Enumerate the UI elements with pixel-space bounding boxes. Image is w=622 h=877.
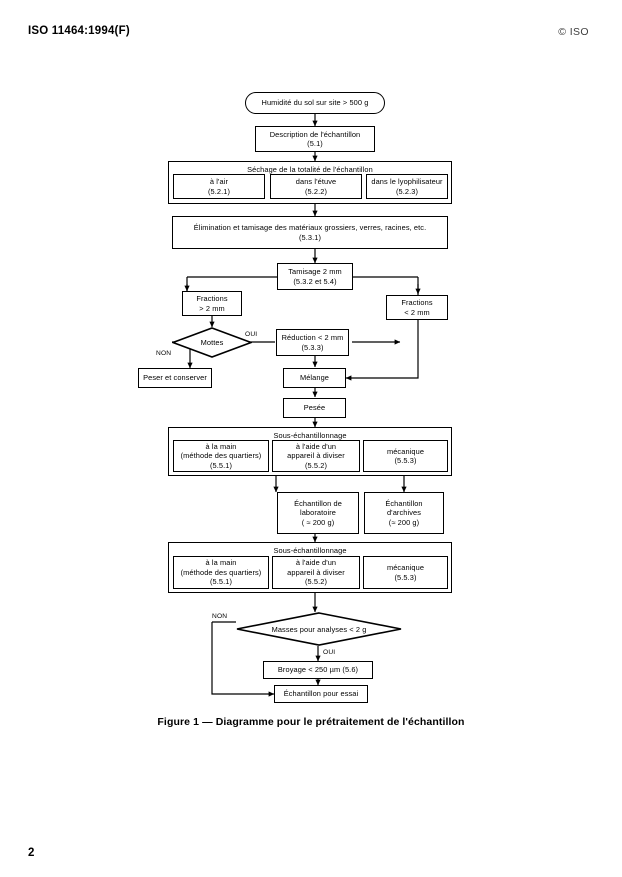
- group-title: Sous-échantillonnage: [273, 431, 347, 440]
- node-text: à la main: [205, 558, 237, 568]
- node-text: appareil à diviser: [287, 451, 345, 461]
- node-tamisage: Tamisage 2 mm (5.3.2 et 5.4): [277, 263, 353, 290]
- node-main-1: à la main (méthode des quartiers) (5.5.1…: [173, 440, 269, 472]
- node-text: (5.2.2): [304, 186, 328, 196]
- node-text: (5.3.3): [301, 342, 324, 352]
- node-text: Peser et conserver: [143, 373, 207, 383]
- node-pesee: Pesée: [283, 398, 346, 418]
- node-text: Réduction < 2 mm: [281, 333, 344, 343]
- node-text: mécanique: [386, 446, 425, 456]
- node-text: Échantillon: [385, 498, 423, 508]
- node-mecanique-1: mécanique (5.5.3): [363, 440, 448, 472]
- node-text: (5.5.2): [304, 460, 328, 470]
- node-text: (5.5.2): [304, 577, 328, 587]
- node-text: Broyage < 250 µm (5.6): [277, 665, 359, 675]
- node-lyophilisateur: dans le lyophilisateur (5.2.3): [366, 174, 448, 199]
- node-text: laboratoire: [299, 508, 337, 518]
- node-text: (5.2.3): [395, 186, 419, 196]
- node-text: (méthode des quartiers): [180, 567, 262, 577]
- node-echantillon-laboratoire: Échantillon de laboratoire ( ≈ 200 g): [277, 492, 359, 534]
- node-text: Humidité du sol sur site > 500 g: [261, 98, 369, 108]
- node-text: < 2 mm: [404, 307, 430, 317]
- node-reduction: Réduction < 2 mm (5.3.3): [276, 329, 349, 356]
- node-text: (méthode des quartiers): [180, 451, 262, 461]
- node-description: Description de l'échantillon (5.1): [255, 126, 375, 152]
- decision-masses: Masses pour analyses < 2 g: [236, 612, 402, 646]
- edge-label-masses-non: NON: [211, 613, 229, 620]
- node-text: (5.5.1): [209, 460, 233, 470]
- flowchart: Humidité du sol sur site > 500 g Descrip…: [138, 92, 452, 703]
- group-title: Sous-échantillonnage: [273, 546, 347, 555]
- iso-copyright: © ISO: [558, 26, 589, 38]
- flowchart-connectors: [172, 114, 421, 697]
- node-text: Échantillon pour essai: [283, 689, 359, 699]
- node-text: à la main: [205, 441, 237, 451]
- node-mecanique-2: mécanique (5.5.3): [363, 556, 448, 589]
- node-text: (5.1): [307, 139, 323, 148]
- node-text: (≈ 200 g): [388, 517, 420, 527]
- decision-mottes: Mottes: [172, 327, 252, 358]
- node-melange: Mélange: [283, 368, 346, 388]
- node-text: Fractions: [401, 298, 433, 308]
- node-text: (5.5.3): [394, 572, 417, 582]
- node-echantillon-essai: Échantillon pour essai: [274, 685, 368, 703]
- decision-label: Mottes: [200, 338, 224, 347]
- node-text: (5.3.1): [298, 232, 322, 242]
- edge-label-mottes-non: NON: [155, 350, 173, 357]
- node-text: (5.5.3): [394, 456, 417, 465]
- node-appareil-1: à l'aide d'un appareil à diviser (5.5.2): [272, 440, 360, 472]
- node-air: à l'air (5.2.1): [173, 174, 265, 199]
- node-fractions-sup: Fractions > 2 mm: [182, 291, 242, 316]
- node-text: ( ≈ 200 g): [301, 517, 335, 527]
- node-text: (5.2.1): [207, 186, 231, 196]
- group-title: Séchage de la totalité de l'échantillon: [247, 165, 373, 174]
- node-text: à l'aide d'un: [295, 441, 337, 451]
- node-text: (5.3.2 et 5.4): [293, 276, 337, 286]
- node-etuve: dans l'étuve (5.2.2): [270, 174, 362, 199]
- node-text: dans l'étuve: [295, 177, 337, 187]
- node-text: à l'aide d'un: [295, 558, 337, 568]
- node-text: > 2 mm: [199, 303, 225, 313]
- node-text: Échantillon de: [294, 498, 342, 508]
- node-text: Description de l'échantillon: [269, 129, 361, 139]
- decision-label: Masses pour analyses < 2 g: [271, 624, 367, 634]
- node-text: Pesée: [303, 403, 326, 413]
- node-text: d'archives: [386, 508, 422, 518]
- node-text: Tamisage 2 mm: [288, 267, 342, 277]
- node-text: dans le lyophilisateur: [371, 177, 443, 187]
- node-main-2: à la main (méthode des quartiers) (5.5.1…: [173, 556, 269, 589]
- node-text: à l'air: [209, 177, 229, 187]
- edge-label-masses-oui: OUI: [322, 649, 337, 656]
- edge-label-mottes-oui: OUI: [244, 331, 259, 338]
- node-broyage: Broyage < 250 µm (5.6): [263, 661, 373, 679]
- node-text: Fractions: [196, 294, 228, 304]
- node-text: Élimination et tamisage des matériaux gr…: [193, 223, 427, 233]
- node-text: mécanique: [386, 563, 425, 573]
- page-number: 2: [28, 847, 35, 859]
- figure-caption: Figure 1 — Diagramme pour le prétraiteme…: [157, 716, 465, 728]
- standard-reference: ISO 11464:1994(F): [28, 25, 130, 37]
- node-peser-conserver: Peser et conserver: [138, 368, 212, 388]
- node-text: appareil à diviser: [287, 567, 345, 577]
- node-appareil-2: à l'aide d'un appareil à diviser (5.5.2): [272, 556, 360, 589]
- node-fractions-inf: Fractions < 2 mm: [386, 295, 448, 320]
- node-elimination: Élimination et tamisage des matériaux gr…: [172, 216, 448, 249]
- node-text: Mélange: [299, 373, 330, 383]
- node-text: (5.5.1): [209, 577, 233, 587]
- node-start: Humidité du sol sur site > 500 g: [245, 92, 385, 114]
- node-echantillon-archives: Échantillon d'archives (≈ 200 g): [364, 492, 444, 534]
